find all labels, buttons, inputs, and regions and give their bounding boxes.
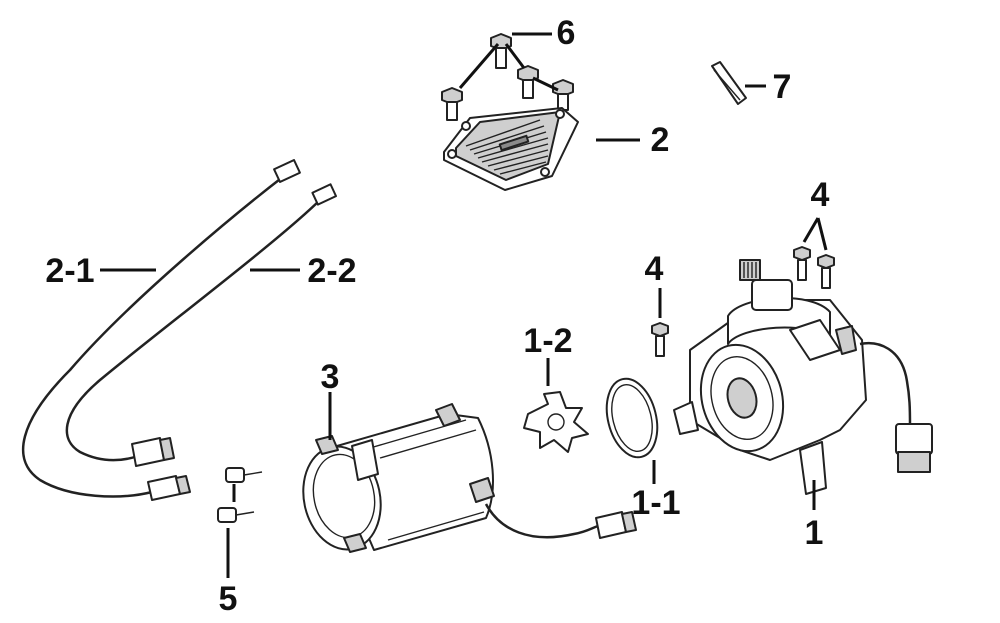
bolts-part-6: [441, 32, 574, 121]
bolt-6a: [490, 33, 512, 69]
o-ring-part-1-1: [605, 377, 659, 484]
bolt-4-single: [651, 288, 669, 357]
callout-6: 6: [557, 14, 576, 52]
callout-4-single: 4: [645, 250, 664, 288]
screw-5b: [217, 507, 255, 523]
callout-1: 1: [805, 514, 824, 552]
coupling-part-1-2: [523, 358, 589, 453]
callout-2: 2: [651, 121, 670, 159]
callout-7: 7: [773, 68, 792, 106]
control-unit-part-2: [443, 107, 640, 191]
callout-4-pair: 4: [811, 176, 830, 214]
pin-part-7: [711, 61, 766, 105]
callout-labels: 6 2 7 2-1 2-2 4 4 1-2 3 1-1 1 5: [45, 14, 829, 618]
wire-harness-part-2-1: [21, 159, 301, 501]
callout-2-1: 2-1: [45, 252, 94, 290]
bolt-6d: [552, 79, 574, 111]
callout-3: 3: [321, 358, 340, 396]
motor-part-3: [302, 392, 637, 553]
screw-5a: [225, 467, 263, 483]
bolt-6c: [517, 65, 539, 99]
leader-4-pair: [816, 217, 828, 251]
callout-1-2: 1-2: [523, 322, 572, 360]
callout-2-2: 2-2: [307, 252, 356, 290]
bolt-6b: [441, 87, 463, 121]
callout-1-1: 1-1: [631, 484, 680, 522]
screws-part-5: [217, 467, 263, 578]
bolts-4-pair: [793, 217, 835, 289]
callout-5: 5: [219, 580, 238, 618]
gearbox-part-1: [673, 259, 933, 510]
wire-harness-part-2-2: [65, 183, 338, 467]
